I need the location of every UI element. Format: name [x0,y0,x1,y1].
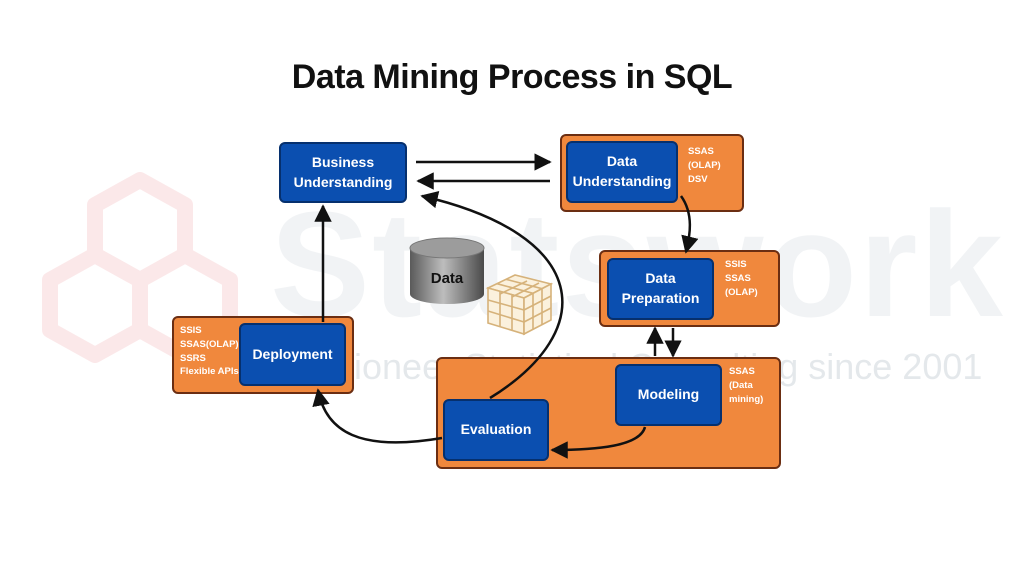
diagram-title: Data Mining Process in SQL [291,58,733,96]
deployment-tools: SSIS SSAS(OLAP) SSRS Flexible APIs [180,325,239,378]
business-understanding-label: Business Understanding [293,153,393,190]
data-understanding-node: Data Understanding [566,141,678,203]
data-cylinder-label: Data [430,270,464,287]
arrow-evaluation-to-business [420,191,564,400]
database-cylinder-icon [409,237,485,304]
data-preparation-tools: SSIS SSAS (OLAP) [725,259,758,298]
data-preparation-label: Data Preparation [621,270,700,306]
evaluation-label: Evaluation [460,421,532,438]
modeling-label: Modeling [637,386,700,403]
deployment-node: Deployment [239,323,346,386]
data-preparation-node: Data Preparation [607,258,714,320]
modeling-tools: SSAS (Data mining) [729,366,764,405]
arrow-modeling-to-evaluation [550,426,647,459]
data-cube-icon [485,274,554,336]
business-understanding-node: Business Understanding [279,142,407,203]
arrow-evaluation-to-deployment [312,388,443,444]
data-understanding-tools: SSAS (OLAP) DSV [688,146,721,185]
arrow-data-understanding-to-preparation [679,195,699,254]
deployment-label: Deployment [252,345,333,362]
modeling-node: Modeling [615,364,722,426]
data-understanding-label: Data Understanding [572,153,672,189]
evaluation-node: Evaluation [443,399,549,461]
